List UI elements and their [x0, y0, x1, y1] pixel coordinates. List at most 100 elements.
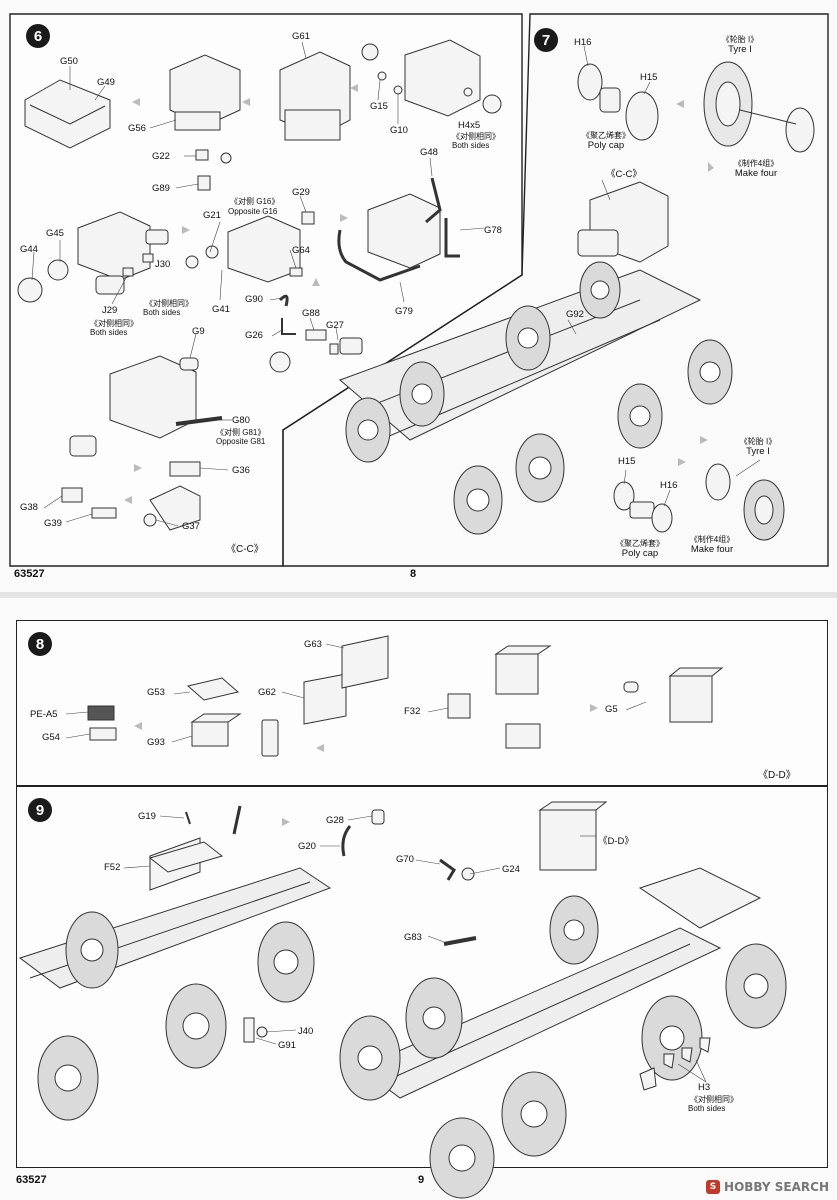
label-J29-cn: 《对侧相同》 [90, 319, 138, 328]
label-G90: G90 [245, 294, 263, 305]
section-tag-cc: 《C-C》 [226, 544, 264, 555]
label-G50: G50 [60, 56, 78, 67]
instruction-page-9: 8 9 [0, 598, 837, 1200]
label-G83: G83 [404, 932, 422, 943]
label-G48: G48 [420, 147, 438, 158]
step-8-badge: 8 [28, 632, 52, 656]
label-G49: G49 [97, 77, 115, 88]
label-H3-cn: 《对侧相同》 [690, 1095, 738, 1104]
label-G61: G61 [292, 31, 310, 42]
label-G26: G26 [245, 330, 263, 341]
label-G70: G70 [396, 854, 414, 865]
label-G41: G41 [212, 304, 230, 315]
label-J30-cn: 《对侧相同》 [145, 299, 193, 308]
label-G91: G91 [278, 1040, 296, 1051]
label-G64: G64 [292, 245, 310, 256]
step-7-badge: 7 [534, 28, 558, 52]
label-G81-en: Opposite G81 [216, 437, 266, 446]
label-G44: G44 [20, 244, 38, 255]
page-number: 8 [410, 568, 417, 580]
label-J29-en: Both sides [90, 328, 128, 337]
label-J30: J30 [155, 259, 171, 270]
label-tyre-en-bottom: Tyre I [746, 446, 770, 457]
label-G29: G29 [292, 187, 310, 198]
label-J40: J40 [298, 1026, 314, 1037]
label-G93: G93 [147, 737, 165, 748]
step-9-illustration [18, 801, 787, 1199]
label-polycap-cn-bottom: 《聚乙烯套》 [616, 539, 664, 548]
step-9-badge: 9 [28, 798, 52, 822]
product-code: 63527 [14, 568, 45, 580]
label-polycap-cn-top: 《聚乙烯套》 [582, 131, 630, 140]
label-H4x5: H4x5 [458, 120, 481, 131]
label-H15-bottom: H15 [618, 456, 636, 467]
label-make-en-bottom: Make four [690, 544, 734, 555]
step-6-illustration [17, 39, 502, 531]
label-G15: G15 [370, 101, 388, 112]
label-H3: H3 [698, 1082, 711, 1093]
step-6-badge: 6 [26, 24, 50, 48]
label-G10: G10 [390, 125, 408, 136]
label-make-cn-bottom: 《制作4组》 [689, 535, 735, 544]
step-9-frame [16, 786, 828, 1168]
label-G5: G5 [605, 704, 618, 715]
label-G22: G22 [152, 151, 170, 162]
label-F52: F52 [104, 862, 121, 873]
product-code: 63527 [16, 1174, 47, 1186]
label-DD: 《D-D》 [598, 836, 634, 847]
label-G56: G56 [128, 123, 146, 134]
label-G62: G62 [258, 687, 276, 698]
label-G36: G36 [232, 465, 250, 476]
label-G16-en: Opposite G16 [228, 207, 278, 216]
label-G16-cn: 《对侧 G16》 [230, 197, 280, 206]
label-G78: G78 [484, 225, 502, 236]
label-tyre-en-top: Tyre I [728, 44, 752, 55]
watermark-text: HOBBY SEARCH [724, 1180, 829, 1194]
label-G19: G19 [138, 811, 156, 822]
instruction-page-8: 6 7 [0, 0, 837, 592]
label-tyre-cn-bottom: 《轮胎 I》 [739, 437, 777, 446]
label-H16-bottom: H16 [660, 480, 678, 491]
label-G88: G88 [302, 308, 320, 319]
label-G80: G80 [232, 415, 250, 426]
step-7-illustration [339, 45, 815, 541]
label-G27: G27 [326, 320, 344, 331]
label-G89: G89 [152, 183, 170, 194]
page-gap [0, 592, 837, 598]
label-G21: G21 [203, 210, 221, 221]
label-cc: 《C-C》 [606, 169, 642, 180]
label-G53: G53 [147, 687, 165, 698]
label-F32: F32 [404, 706, 421, 717]
label-G63: G63 [304, 639, 322, 650]
label-G39: G39 [44, 518, 62, 529]
label-J30-en: Both sides [143, 308, 181, 317]
label-G54: G54 [42, 732, 60, 743]
label-polycap-en-bottom: Poly cap [621, 548, 659, 559]
label-H3-en: Both sides [688, 1104, 726, 1113]
label-G45: G45 [46, 228, 64, 239]
label-both-cn: 《对侧相同》 [452, 132, 500, 141]
label-G28: G28 [326, 815, 344, 826]
label-G38: G38 [20, 502, 38, 513]
watermark: S HOBBY SEARCH [706, 1180, 829, 1194]
label-polycap-en-top: Poly cap [587, 140, 625, 151]
hobby-search-logo-icon: S [706, 1180, 721, 1194]
step-8-illustration [65, 635, 724, 757]
label-J29: J29 [102, 305, 118, 316]
label-PE-A5: PE-A5 [30, 709, 58, 720]
label-G79: G79 [395, 306, 413, 317]
page-number: 9 [418, 1174, 425, 1186]
section-tag-dd: 《D-D》 [758, 770, 796, 781]
label-tyre-cn-top: 《轮胎 I》 [721, 35, 759, 44]
label-G37: G37 [182, 521, 200, 532]
label-both-sides: Both sides [452, 141, 490, 150]
label-G81-cn: 《对侧 G81》 [216, 428, 266, 437]
label-H16-top: H16 [574, 37, 592, 48]
step-7-frame [282, 13, 829, 567]
label-make-cn-top: 《制作4组》 [733, 159, 779, 168]
label-H15-top: H15 [640, 72, 658, 83]
label-make-en-top: Make four [734, 168, 778, 179]
label-G9: G9 [192, 326, 205, 337]
label-G92: G92 [566, 309, 584, 320]
label-G24: G24 [502, 864, 520, 875]
